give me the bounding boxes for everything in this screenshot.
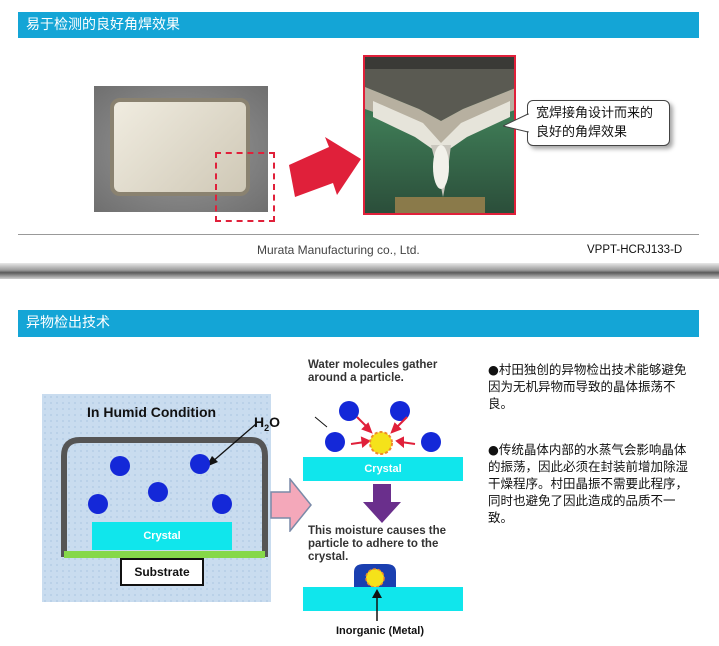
water-molecule <box>212 494 232 514</box>
adhered-particle <box>354 564 396 588</box>
water-molecule <box>148 482 168 502</box>
callout-pointer <box>503 113 529 133</box>
adhesion-note: This moisture causes the particle to adh… <box>308 525 447 563</box>
crystal-element: Crystal <box>92 522 232 550</box>
package-lid <box>110 98 250 196</box>
footer-document-code: VPPT-HCRJ133-D <box>587 244 683 256</box>
process-arrow-down <box>363 484 401 523</box>
footer-company: Murata Manufacturing co., Ltd. <box>257 243 420 257</box>
water-molecule <box>110 456 130 476</box>
pointer-arrow <box>372 589 382 621</box>
water-molecule <box>421 432 441 452</box>
gathering-arrows <box>314 416 416 455</box>
section-banner-foreign-matter: 异物检出技术 <box>18 310 699 337</box>
slide-separator <box>0 263 719 279</box>
water-molecule <box>325 432 345 452</box>
humid-title: In Humid Condition <box>87 404 217 420</box>
section-banner-fillet: 易于检测的良好角焊效果 <box>18 12 699 38</box>
process-arrow-right <box>270 478 312 532</box>
solder-fillet-illustration <box>365 57 514 213</box>
bullet-point-2: ●传统晶体内部的水蒸气会影响晶体的振荡，因此必须在封装前增加除湿干燥程序。村田晶… <box>488 442 689 525</box>
inorganic-label: Inorganic (Metal) <box>336 625 425 637</box>
fillet-closeup-photo <box>363 55 516 215</box>
zoom-region-marker <box>215 152 275 222</box>
callout-line-2: 良好的角焊效果 <box>536 125 628 140</box>
water-molecule <box>390 401 410 421</box>
magnify-arrow <box>289 137 361 197</box>
callout-line-1: 宽焊接角设计而来的 <box>536 106 654 121</box>
crystal-element-plain <box>303 587 463 611</box>
h2o-label: H2O <box>254 414 281 433</box>
section-title: 易于检测的良好角焊效果 <box>26 17 180 33</box>
fillet-callout: 宽焊接角设计而来的 良好的角焊效果 <box>527 100 670 146</box>
water-gather-note: Water molecules gather around a particle… <box>308 359 438 384</box>
water-molecule <box>88 494 108 514</box>
humid-condition-diagram: In Humid Condition H2O Crystal Substrate <box>42 394 280 602</box>
section-title: 异物检出技术 <box>26 315 110 331</box>
bullet-point-1: ●村田独创的异物检出技术能够避免因为无机异物而导致的晶体振荡不良。 <box>488 362 687 411</box>
crystal-element: Crystal <box>303 457 463 481</box>
water-molecule <box>190 454 210 474</box>
footer-rule <box>18 234 699 235</box>
substrate-block: Substrate <box>120 558 204 586</box>
crystal-package-photo <box>94 86 268 212</box>
water-molecule <box>339 401 359 421</box>
